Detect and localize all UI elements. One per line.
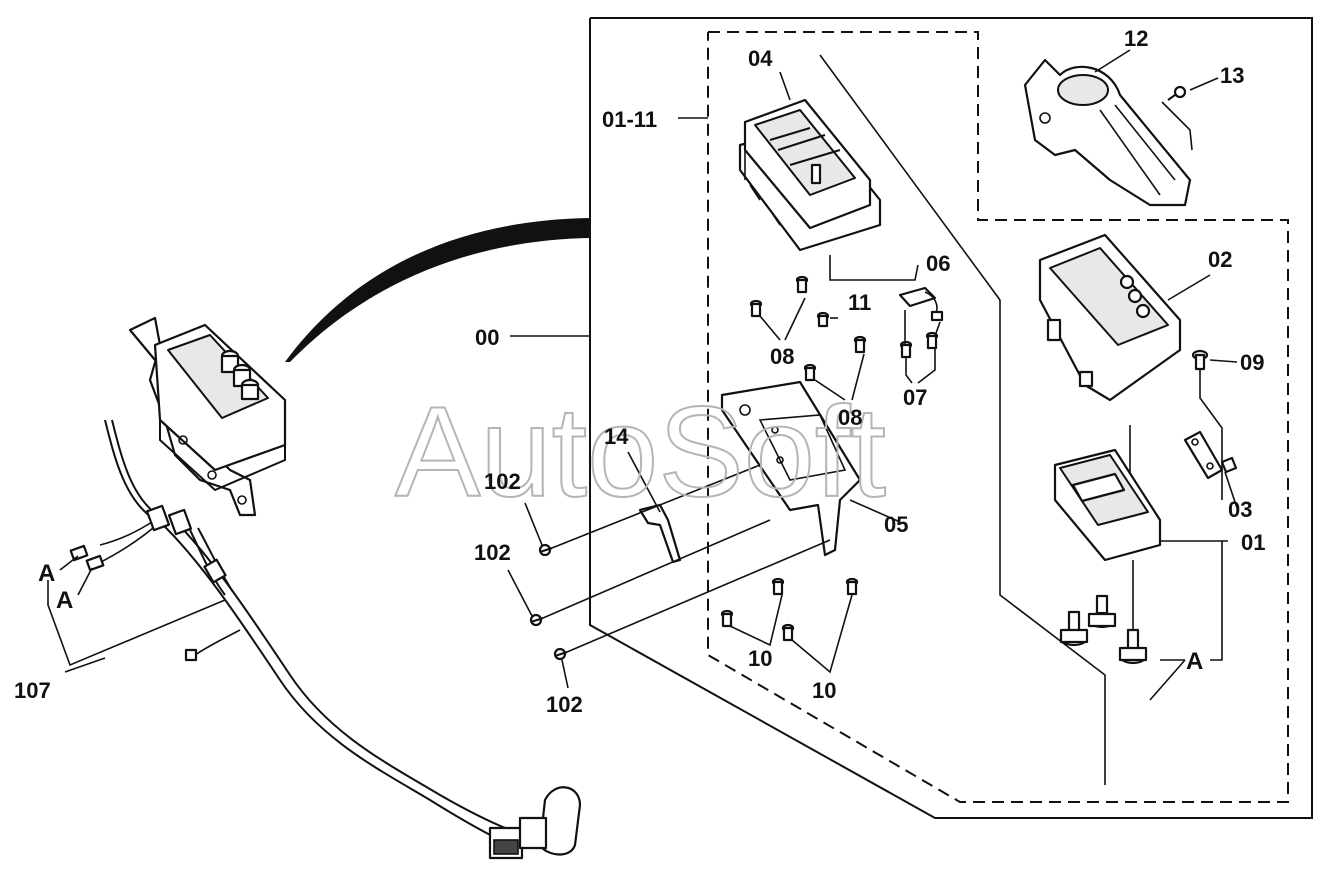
screw-10a [771, 577, 785, 596]
label-00: 00 [475, 325, 499, 350]
screw-10c [720, 609, 734, 628]
screw-07b [925, 331, 939, 350]
screw-08b [749, 299, 763, 318]
control-module-assembly [128, 316, 287, 517]
label-05: 05 [884, 512, 908, 537]
screw-08d [803, 363, 817, 382]
part-01-instrument [1053, 448, 1162, 562]
outer-frame [589, 17, 1313, 819]
label-08b: 08 [838, 405, 862, 430]
label-10a: 10 [748, 646, 772, 671]
screw-102a [538, 543, 553, 557]
label-01-11: 01-11 [602, 107, 657, 132]
label-10b: 10 [812, 678, 836, 703]
screw-08a [795, 275, 809, 294]
screw-10b [845, 577, 859, 596]
label-A-3: A [1186, 648, 1203, 675]
pointer-swoosh [285, 218, 590, 362]
screw-10d [781, 623, 795, 642]
screw-07a [899, 340, 913, 359]
part-05-plate [720, 380, 862, 557]
label-102c: 102 [546, 692, 583, 717]
label-13: 13 [1220, 63, 1244, 88]
screw-08c [853, 335, 867, 354]
label-09: 09 [1240, 350, 1264, 375]
label-102a: 102 [484, 469, 521, 494]
part-13-screw [1167, 85, 1187, 101]
inner-dashed-frame [707, 31, 1289, 803]
label-12: 12 [1124, 26, 1148, 51]
label-03: 03 [1228, 497, 1252, 522]
part-02-cover [1038, 233, 1182, 402]
label-102b: 102 [474, 540, 511, 565]
frame-diagonal-top [819, 54, 1001, 301]
leader-lines [47, 49, 1238, 701]
label-01: 01 [1241, 530, 1265, 555]
part-06-connector [898, 286, 944, 322]
part-09-screw [1191, 349, 1209, 371]
wiring-harness-107 [69, 419, 582, 860]
screw-102b [529, 613, 544, 627]
label-06: 06 [926, 251, 950, 276]
label-A-2: A [56, 587, 73, 614]
screw-102c [553, 647, 568, 661]
frame-diagonal-right [999, 300, 1106, 785]
part-04-case [738, 98, 882, 252]
label-02: 02 [1208, 247, 1232, 272]
label-11: 11 [848, 290, 871, 315]
label-14: 14 [604, 424, 629, 449]
label-07: 07 [903, 385, 927, 410]
watermark: AutoSoft [395, 381, 886, 524]
part-03-bracket [1183, 430, 1238, 480]
label-A-1: A [38, 560, 55, 587]
label-107: 107 [14, 678, 51, 703]
part-12-bezel [1023, 58, 1192, 207]
label-08a: 08 [770, 344, 794, 369]
screw-11 [816, 311, 830, 328]
label-04: 04 [748, 46, 773, 71]
knobs-A [1059, 594, 1148, 665]
screws [529, 275, 939, 661]
